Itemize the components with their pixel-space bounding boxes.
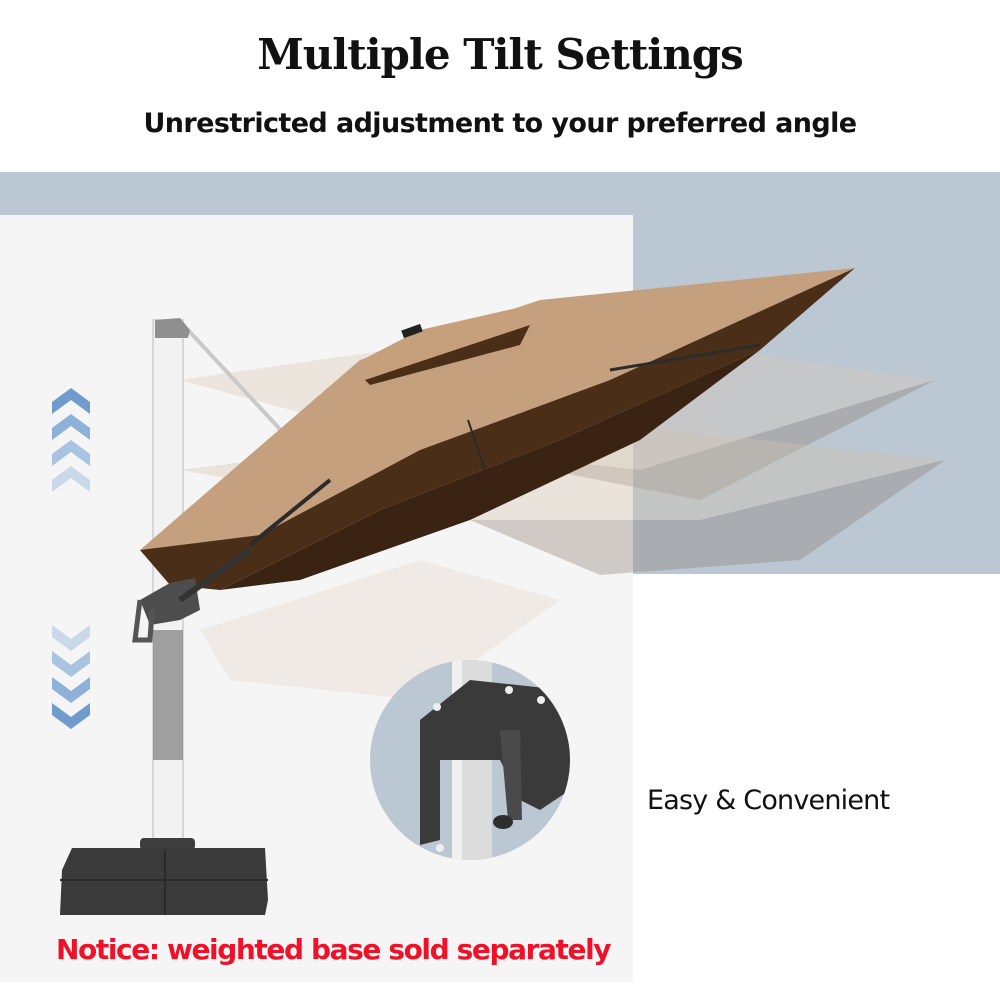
feature-label: Easy & Convenient [647, 785, 890, 816]
tilt-mechanism-detail [370, 660, 570, 860]
canopy-underside [140, 268, 855, 590]
weighted-base [60, 838, 268, 915]
chevron-down-stack-icon [52, 625, 90, 729]
page-subtitle: Unrestricted adjustment to your preferre… [143, 108, 857, 139]
page-title: Multiple Tilt Settings [257, 30, 744, 79]
tilt-bracket [140, 578, 200, 625]
chevron-up-stack-icon [52, 388, 90, 492]
canopy-top [140, 268, 855, 550]
notice-text: Notice: weighted base sold separately [56, 933, 612, 966]
